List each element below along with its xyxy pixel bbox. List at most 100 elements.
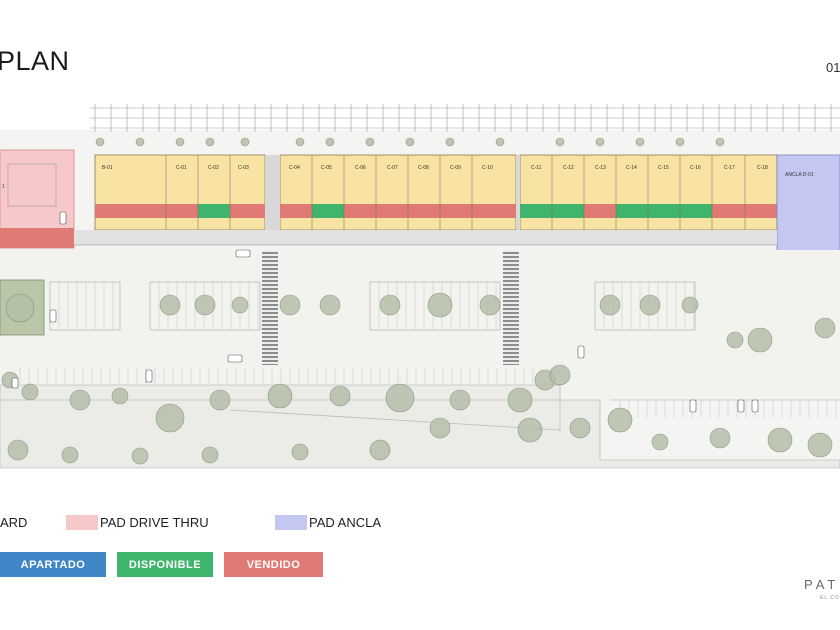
tree — [607, 407, 633, 433]
unit-label: B-01 — [102, 165, 113, 171]
unit-label: C-18 — [757, 165, 768, 171]
legend-pad-drive-thru-swatch — [66, 515, 98, 530]
pad-drive-thru-status — [0, 228, 74, 248]
tree — [814, 317, 836, 339]
brand-logo: PATI — [804, 577, 840, 592]
tree — [709, 427, 731, 449]
dimension-lines — [90, 107, 840, 129]
parked-car — [577, 345, 585, 359]
unit-label: C-05 — [321, 165, 332, 171]
tree — [427, 292, 453, 318]
tree — [295, 137, 305, 147]
unit-status-stripes — [95, 204, 777, 218]
unit-label: C-06 — [355, 165, 366, 171]
unit-status-stripe — [95, 204, 166, 218]
building-block-3 — [519, 154, 778, 231]
tree — [325, 137, 335, 147]
unit-label: C-11 — [531, 165, 542, 171]
status-vendido-badge: VENDIDO — [224, 552, 323, 577]
tree — [201, 446, 219, 464]
legend-pad-drive-thru-label: PAD DRIVE THRU — [100, 515, 209, 530]
unit-label: C-03 — [238, 165, 249, 171]
unit-status-stripe — [344, 204, 516, 218]
tree — [651, 433, 669, 451]
building-block-2 — [279, 154, 517, 231]
tree — [555, 137, 565, 147]
parked-car — [227, 354, 243, 363]
tree — [291, 443, 309, 461]
status-apartado-badge: APARTADO — [0, 552, 106, 577]
tree — [495, 137, 505, 147]
tree — [365, 137, 375, 147]
tree — [599, 294, 621, 316]
parking-lot — [0, 250, 840, 400]
tree — [155, 403, 185, 433]
unit-status-stripe — [616, 204, 712, 218]
tree — [405, 137, 415, 147]
unit-label: C-09 — [450, 165, 461, 171]
tree — [569, 417, 591, 439]
legend-pad-ancla-label: PAD ANCLA — [309, 515, 382, 530]
unit-label: C-13 — [595, 165, 606, 171]
legend-standard-label: ARD — [0, 515, 28, 530]
tree — [209, 389, 231, 411]
unit-status-stripe — [712, 204, 777, 218]
tree — [319, 294, 341, 316]
tree — [747, 327, 773, 353]
tree — [635, 137, 645, 147]
tree — [449, 389, 471, 411]
tree — [95, 137, 105, 147]
tree — [194, 294, 216, 316]
tree — [595, 137, 605, 147]
unit-dividers — [165, 155, 746, 230]
tree — [807, 432, 833, 458]
status-disponible-badge: DISPONIBLE — [117, 552, 213, 577]
tree — [479, 294, 501, 316]
tree — [549, 364, 571, 386]
unit-status-stripe — [198, 204, 230, 218]
tree — [7, 439, 29, 461]
unit-label: C-08 — [418, 165, 429, 171]
tree — [131, 447, 149, 465]
tree — [279, 294, 301, 316]
parked-car — [737, 399, 745, 413]
brand-tagline: EL CO — [820, 595, 840, 601]
site-plan: 1 B-01 C-01 C-02 C-03 C-04 C-05 C-06 C-0… — [0, 104, 840, 469]
tree — [429, 417, 451, 439]
tree — [445, 137, 455, 147]
tree — [379, 294, 401, 316]
tree — [111, 387, 129, 405]
parked-car — [235, 249, 251, 258]
tree — [240, 137, 250, 147]
tree — [507, 387, 533, 413]
unit-status-stripe — [166, 204, 198, 218]
unit-label: C-04 — [289, 165, 300, 171]
unit-label: C-17 — [724, 165, 735, 171]
unit-label: C-01 — [176, 165, 187, 171]
page-number: 01 — [826, 60, 840, 75]
unit-label: C-15 — [658, 165, 669, 171]
tree — [69, 389, 91, 411]
tree — [205, 137, 215, 147]
page-title: PLAN — [0, 46, 70, 76]
tree — [175, 137, 185, 147]
parking-islands — [19, 281, 837, 418]
pad-unit-label: 1 — [2, 184, 5, 190]
unit-status-stripe — [312, 204, 344, 218]
unit-label: C-12 — [563, 165, 574, 171]
tree — [517, 417, 543, 443]
legend-pad-ancla-swatch — [275, 515, 307, 530]
unit-labels: B-01 C-01 C-02 C-03 C-04 C-05 C-06 C-07 … — [102, 165, 768, 171]
parked-cars — [11, 211, 759, 413]
anchor-label: ANCLA D-01 — [785, 172, 814, 178]
unit-status-stripe — [280, 204, 312, 218]
tree — [767, 427, 793, 453]
sidewalk — [74, 230, 777, 245]
tree — [681, 296, 699, 314]
tree — [135, 137, 145, 147]
unit-status-stripe — [230, 204, 265, 218]
tree — [639, 294, 661, 316]
service-corridor — [265, 155, 280, 230]
trees — [1, 137, 836, 465]
dimension-ticks — [94, 104, 832, 132]
